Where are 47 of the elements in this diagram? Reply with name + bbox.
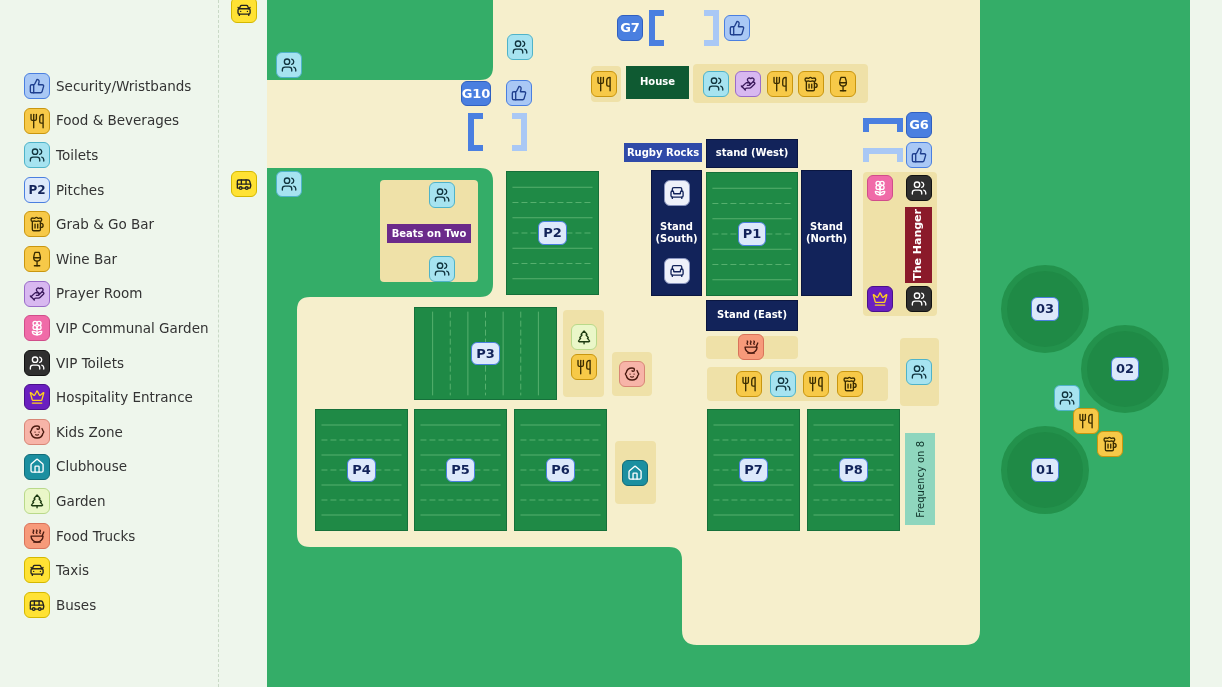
pitch bbox=[414, 409, 507, 531]
gate-badge: G7 bbox=[617, 15, 643, 41]
legend-text: Pitches bbox=[56, 180, 105, 200]
legend-text: Grab & Go Bar bbox=[56, 215, 155, 235]
legend-text: Wine Bar bbox=[56, 249, 118, 269]
pitch-label: P4 bbox=[347, 458, 376, 482]
legend-text: Prayer Room bbox=[56, 284, 143, 304]
pitch bbox=[506, 171, 599, 295]
legend-text: Hospitality Entrance bbox=[56, 388, 193, 408]
venue-box: Frequency on 8 bbox=[905, 433, 935, 525]
pitch-label: 02 bbox=[1110, 357, 1140, 381]
pitch-label: P2 bbox=[538, 221, 567, 245]
venue-box: The Hanger bbox=[905, 207, 932, 283]
legend-text: Garden bbox=[56, 492, 106, 511]
pitch-label: 01 bbox=[1030, 458, 1060, 482]
legend-text: VIP Toilets bbox=[56, 353, 124, 373]
pitch bbox=[707, 409, 800, 531]
pitch bbox=[414, 307, 557, 400]
tent-box: House bbox=[626, 66, 689, 99]
pitch bbox=[706, 172, 798, 296]
pitch-label: P2 bbox=[24, 176, 50, 203]
pitch-label: P6 bbox=[546, 458, 575, 482]
pitch-label: 03 bbox=[1030, 297, 1060, 321]
pitch-label: P3 bbox=[471, 341, 500, 366]
grandstand-box: Stand (North) bbox=[801, 170, 852, 296]
legend-text: Buses bbox=[56, 595, 97, 615]
pitch-label: P5 bbox=[446, 458, 475, 482]
legend-text: Food & Beverages bbox=[56, 111, 180, 131]
grandstand-box: stand (West) bbox=[706, 139, 798, 168]
legend-text: Food Trucks bbox=[56, 526, 136, 546]
gate-badge: G10 bbox=[461, 81, 491, 106]
legend-text: VIP Communal Garden bbox=[56, 319, 209, 339]
pitch bbox=[315, 409, 408, 531]
pitch bbox=[807, 409, 900, 531]
legend-text: Clubhouse bbox=[56, 457, 127, 477]
pitch-label: P1 bbox=[737, 222, 767, 246]
legend-text: Security/Wristbands bbox=[56, 76, 192, 96]
venue-box: Rugby Rocks bbox=[624, 143, 702, 162]
legend-text: Toilets bbox=[56, 146, 99, 166]
pitch-label: P7 bbox=[739, 458, 768, 482]
gate-badge: G6 bbox=[906, 112, 932, 138]
legend-text: Taxis bbox=[56, 561, 90, 581]
pitch-label: P8 bbox=[839, 458, 868, 482]
pitch bbox=[514, 409, 607, 531]
grandstand-box: Stand (East) bbox=[706, 300, 798, 331]
legend-text: Kids Zone bbox=[56, 422, 123, 442]
venue-box: Beats on Two bbox=[387, 224, 471, 243]
